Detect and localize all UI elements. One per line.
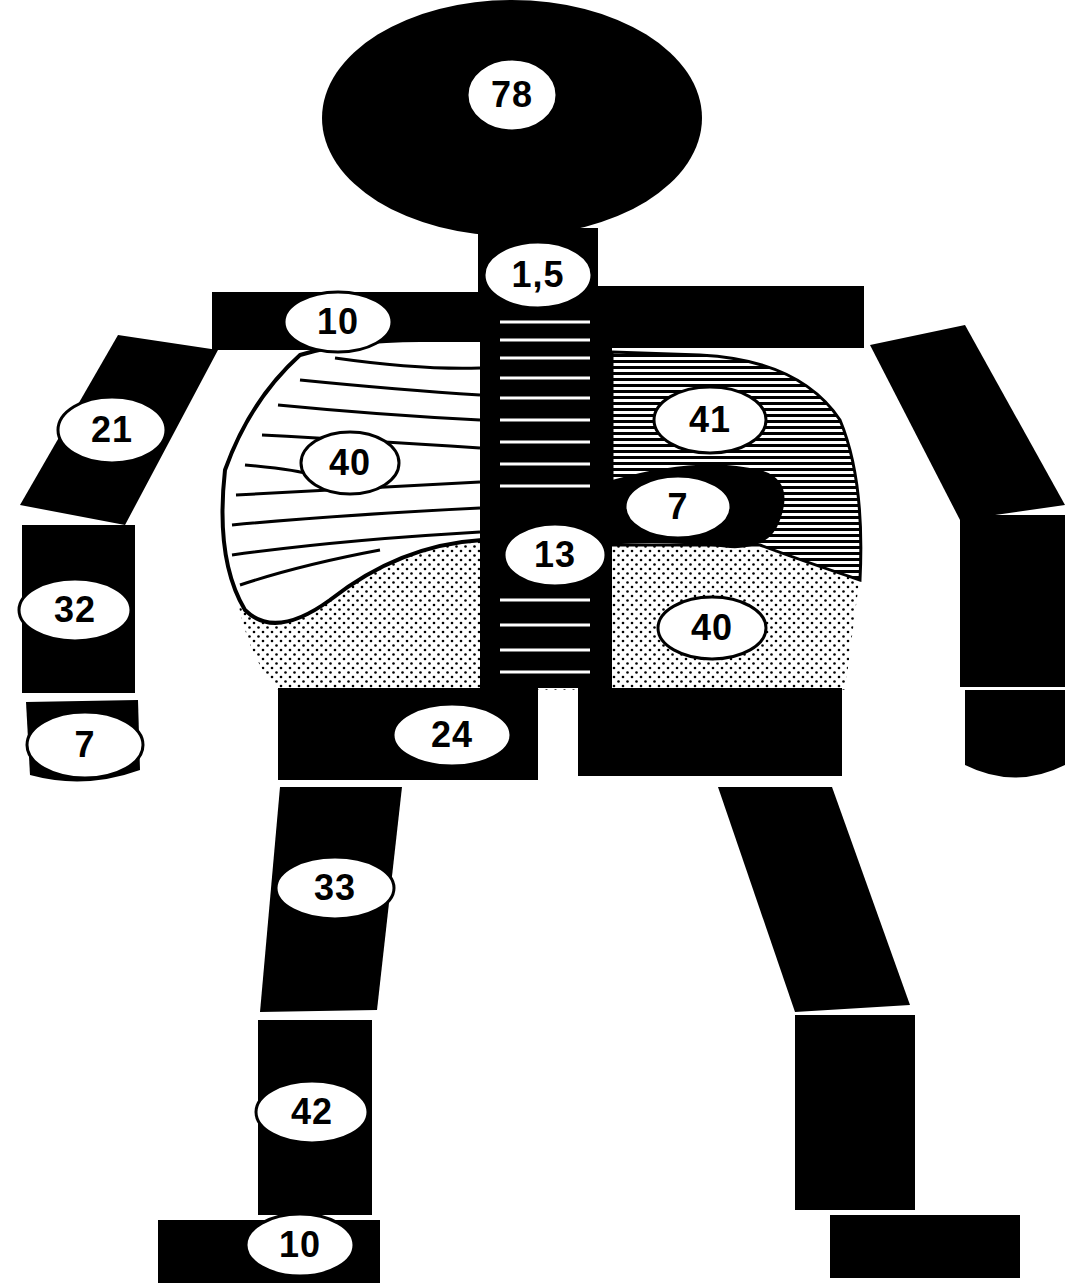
callout-number: 21 <box>91 412 133 448</box>
right-pelvis <box>578 688 842 776</box>
callout-circle: 10 <box>282 290 394 354</box>
callout-number: 7 <box>667 489 688 525</box>
vertebrae <box>500 322 590 672</box>
head <box>322 0 702 236</box>
callout-number: 40 <box>329 445 371 481</box>
callout-number: 10 <box>279 1227 321 1263</box>
right-thigh <box>718 787 910 1012</box>
left-pelvis <box>278 688 538 780</box>
right-shoulder <box>598 286 864 348</box>
callout-ellipse <box>246 1214 354 1276</box>
right-upper-arm <box>870 325 1065 520</box>
right-forearm <box>960 515 1065 687</box>
callout-ellipse <box>484 242 592 308</box>
right-lung <box>612 352 861 580</box>
callout-ellipse <box>654 387 766 453</box>
callout-number: 78 <box>491 77 533 113</box>
callout-circle: 40 <box>656 595 768 661</box>
callout-ellipse <box>58 397 166 463</box>
callout-circle: 40 <box>299 430 401 496</box>
callout-ellipse <box>658 597 766 659</box>
callout-circle: 21 <box>56 395 168 465</box>
right-hand <box>965 690 1065 778</box>
callout-ellipse <box>19 579 131 641</box>
callout-circle: 10 <box>244 1212 356 1278</box>
callout-circle: 33 <box>274 855 396 921</box>
callout-number: 24 <box>431 717 473 753</box>
callout-ellipse <box>284 292 392 352</box>
left-lung <box>223 340 483 623</box>
callout-number: 40 <box>691 610 733 646</box>
callout-number: 7 <box>74 727 95 763</box>
left-thigh <box>260 787 402 1012</box>
callout-number: 10 <box>317 304 359 340</box>
heart <box>612 464 785 548</box>
callout-number: 42 <box>291 1094 333 1130</box>
right-shin <box>795 1015 915 1210</box>
callout-ellipse <box>467 59 557 131</box>
callout-circle: 78 <box>465 57 559 133</box>
callout-ellipse <box>504 524 606 586</box>
callout-ellipse <box>27 712 143 778</box>
callout-circle: 32 <box>17 577 133 643</box>
callout-ellipse <box>393 704 511 766</box>
callout-number: 41 <box>689 402 731 438</box>
callout-circle: 24 <box>391 702 513 768</box>
callout-number: 32 <box>54 592 96 628</box>
callout-circle: 7 <box>25 710 145 780</box>
callout-circle: 7 <box>623 474 733 540</box>
right-foot <box>830 1215 1020 1278</box>
spine <box>480 300 612 688</box>
callout-circle: 42 <box>254 1079 370 1145</box>
callout-circle: 13 <box>502 522 608 588</box>
callout-circle: 41 <box>652 385 768 455</box>
callout-circle: 1,5 <box>482 240 594 310</box>
callout-ellipse <box>625 476 731 538</box>
callout-ellipse <box>256 1081 368 1143</box>
callout-ellipse <box>276 857 394 919</box>
callout-number: 13 <box>534 537 576 573</box>
callout-number: 1,5 <box>511 257 564 293</box>
left-upper-arm <box>20 335 218 525</box>
ribs <box>232 358 480 585</box>
callout-number: 33 <box>314 870 356 906</box>
callout-ellipse <box>301 432 399 494</box>
